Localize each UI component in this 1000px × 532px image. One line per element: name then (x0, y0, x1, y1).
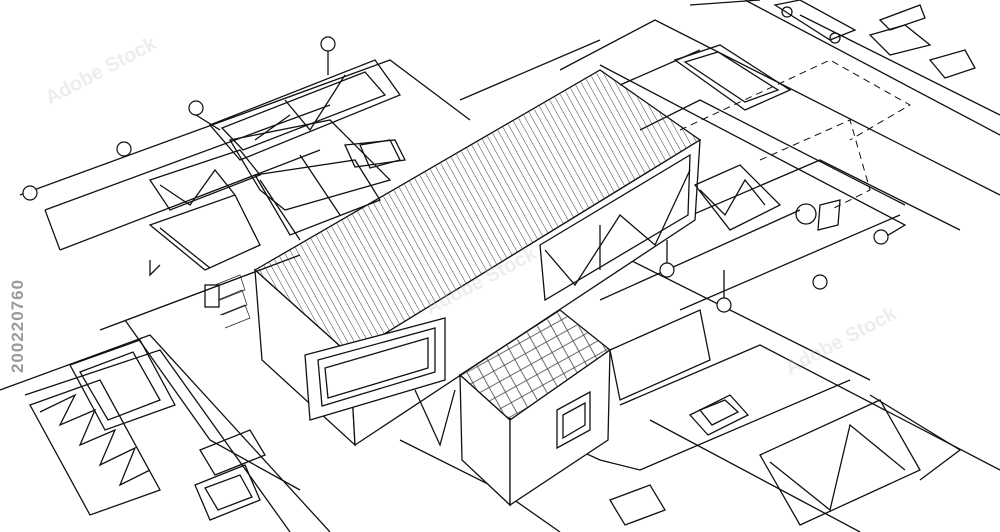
upper-left-pergola (148, 59, 402, 308)
front-cube (458, 309, 711, 507)
entry-steps (214, 274, 251, 329)
stock-id: 200220760 (8, 278, 27, 374)
right-plan (344, 0, 976, 526)
main-building (253, 69, 702, 447)
grid-bubbles (22, 36, 889, 313)
lower-left-plan (29, 339, 266, 521)
